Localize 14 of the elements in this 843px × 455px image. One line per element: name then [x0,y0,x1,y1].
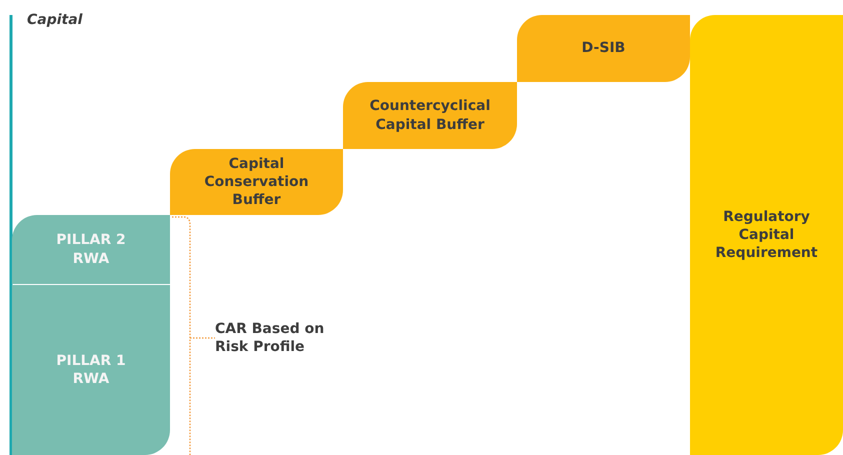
node-label: D-SIB [580,39,626,58]
axis-label: Capital [27,12,82,28]
node-label: Capital Conservation Buffer [203,154,310,210]
node-label: PILLAR 2 RWA [55,231,127,268]
pillar-block [12,215,170,284]
buffer-step [170,149,343,215]
node-label: Regulatory Capital Requirement [714,208,819,262]
node-label: Countercyclical Capital Buffer [368,97,492,134]
pillar-block [12,285,170,455]
requirement-column [690,15,843,455]
buffer-step [517,15,690,82]
node-label: PILLAR 1 RWA [55,352,127,388]
bracket-label: CAR Based on Risk Profile [215,320,326,356]
buffer-step [343,82,517,149]
